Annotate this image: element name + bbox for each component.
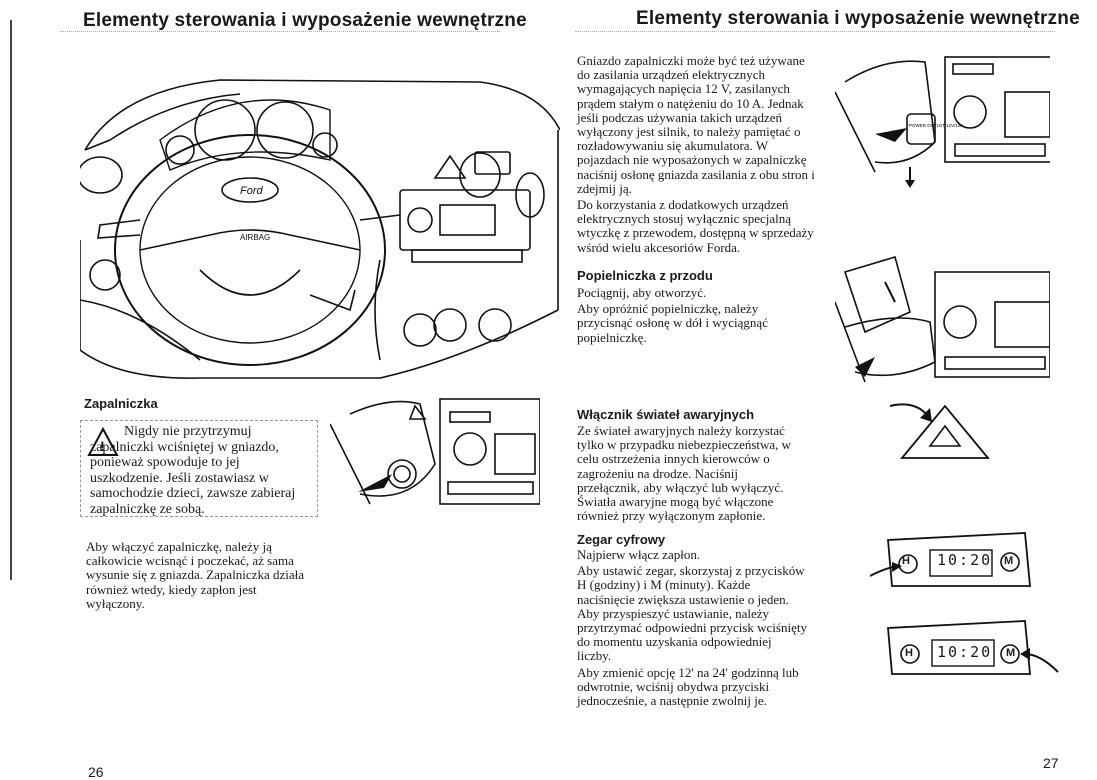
dashboard-illustration: AIRBAG Ford <box>80 60 560 390</box>
hazard-text: Ze świateł awaryjnych należy korzystać t… <box>577 423 802 525</box>
power-outlet-illustration: POWER OUTLET 12V/10A <box>835 52 1050 192</box>
hazard-paragraph-1: Ze świateł awaryjnych należy korzystać t… <box>577 423 792 524</box>
clock-paragraph-1: Najpierw włącz zapłon. <box>577 547 701 562</box>
hazard-switch-illustration <box>890 398 990 468</box>
ashtray-illustration <box>835 252 1050 392</box>
airbag-label: AIRBAG <box>240 233 270 242</box>
right-page-number: 27 <box>1043 755 1059 771</box>
left-page-number: 26 <box>88 764 104 780</box>
lighter-illustration <box>330 394 540 514</box>
clock-illustration-bottom <box>880 616 1060 686</box>
clock-section-title: Zegar cyfrowy <box>577 532 666 547</box>
clock-display-top: 10:20 <box>937 551 993 569</box>
power-outlet-label: POWER OUTLET 12V/10A <box>909 123 963 128</box>
clock-text: Najpierw włącz zapłon. Aby ustawić zegar… <box>577 547 809 710</box>
left-header-underline <box>60 31 500 32</box>
ashtray-paragraph-2: Aby opróżnić popielniczkę, należy przyci… <box>577 301 768 345</box>
clock-illustration-top <box>870 528 1035 598</box>
right-header-underline <box>575 31 1055 32</box>
hazard-section-title: Włącznik świateł awaryjnych <box>577 407 755 422</box>
left-page-fold <box>10 20 12 580</box>
ashtray-section-title: Popielniczka z przodu <box>577 268 713 283</box>
clock-button-h-top: H <box>902 555 910 567</box>
warning-triangle-icon: ! <box>86 426 120 458</box>
ashtray-text: Pociągnij, aby otworzyć. Aby opróżnić po… <box>577 285 792 347</box>
lighter-warning-text: Nigdy nie przytrzymuj zapalniczki wciśni… <box>90 424 296 517</box>
clock-display-bottom: 10:20 <box>937 643 993 661</box>
power-outlet-text: Gniazdo zapalniczki może być też używane… <box>577 53 817 257</box>
svg-text:!: ! <box>100 438 105 454</box>
right-header-title: Elementy sterowania i wyposażenie wewnęt… <box>636 8 1080 29</box>
ashtray-paragraph-1: Pociągnij, aby otworzyć. <box>577 285 707 300</box>
clock-paragraph-3: Aby zmienić opcję 12' na 24' godzinną lu… <box>577 664 799 709</box>
left-header-title: Elementy sterowania i wyposażenie wewnęt… <box>83 10 527 31</box>
clock-button-m-bottom: M <box>1006 647 1016 659</box>
clock-button-h-bottom: H <box>905 647 913 659</box>
lighter-section-title: Zapalniczka <box>84 396 158 411</box>
clock-button-m-top: M <box>1004 555 1014 567</box>
power-outlet-paragraph-1: Gniazdo zapalniczki może być też używane… <box>577 53 815 196</box>
power-outlet-paragraph-2: Do korzystania z dodatkowych urządzeń el… <box>577 197 814 255</box>
lighter-warning-box <box>80 420 318 517</box>
ford-logo-label: Ford <box>240 185 264 197</box>
clock-paragraph-2: Aby ustawić zegar, skorzystaj z przycisk… <box>577 563 807 664</box>
lighter-instructions: Aby włączyć zapalniczkę, należy ją całko… <box>86 539 305 611</box>
